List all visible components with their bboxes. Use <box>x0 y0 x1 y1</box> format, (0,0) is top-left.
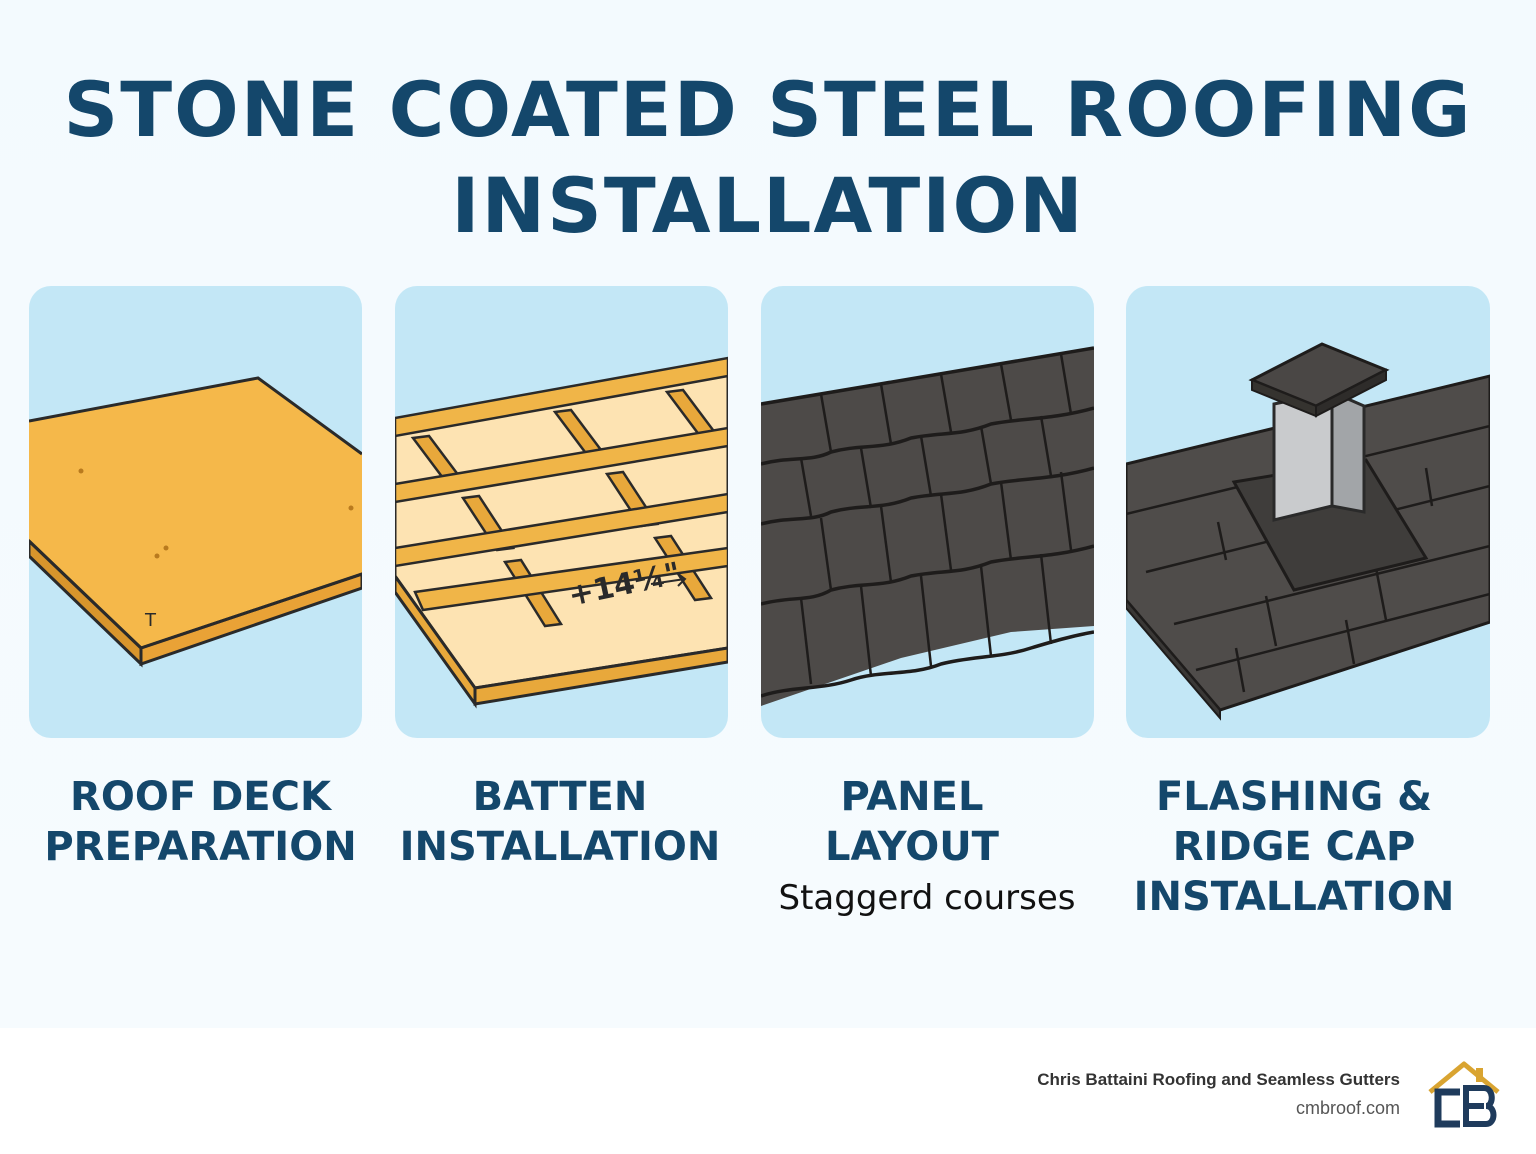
infographic: STONE COATED STEEL ROOFING INSTALLATION … <box>0 0 1536 1028</box>
step-label-roof-deck: ROOF DECK PREPARATION <box>29 772 372 872</box>
step-4-label-line: FLASHING & <box>1155 774 1433 820</box>
panel-layout-illustration <box>761 286 1094 738</box>
step-4-label-line: INSTALLATION <box>1133 874 1455 920</box>
title-line-1: STONE COATED STEEL ROOFING <box>63 65 1473 154</box>
step-4-label-line: RIDGE CAP <box>1172 824 1416 870</box>
title-line-2: INSTALLATION <box>451 161 1085 250</box>
step-3-subtitle: Staggerd courses <box>778 878 1076 918</box>
footer-url[interactable]: cmbroof.com <box>1295 1098 1400 1118</box>
deck-mark: T <box>144 610 157 631</box>
step-3-label-line: PANEL <box>840 774 984 820</box>
step-2-label-line: INSTALLATION <box>399 824 721 870</box>
batten-illustration: +14¼" <box>395 286 728 738</box>
page-title: STONE COATED STEEL ROOFING INSTALLATION <box>0 62 1536 254</box>
step-label-flashing: FLASHING & RIDGE CAP INSTALLATION <box>1126 772 1462 922</box>
step-1-label-line: ROOF DECK <box>70 774 331 820</box>
step-2-label-line: BATTEN <box>472 774 648 820</box>
roof-deck-illustration: T <box>29 286 362 738</box>
footer-company-name: Chris Battaini Roofing and Seamless Gutt… <box>1037 1070 1400 1089</box>
step-3-label-line: LAYOUT <box>825 824 999 870</box>
step-label-panel-layout: PANEL LAYOUT Staggerd courses <box>760 772 1094 924</box>
step-label-batten: BATTEN INSTALLATION <box>390 772 730 872</box>
step-1-label-line: PREPARATION <box>44 824 357 870</box>
house-cb-logo <box>1424 1058 1504 1134</box>
flashing-illustration <box>1126 286 1490 738</box>
